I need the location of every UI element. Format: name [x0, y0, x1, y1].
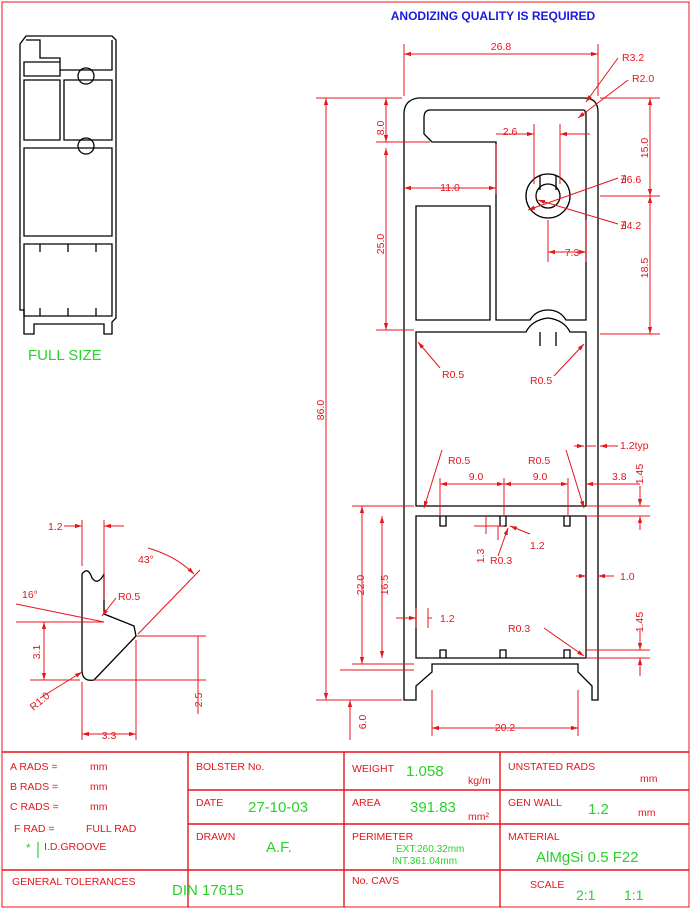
weight-unit: kg/m: [468, 775, 491, 787]
dim-2-6: 2.6: [503, 126, 518, 138]
detail-1-2: 1.2: [48, 521, 63, 533]
bolster-label: BOLSTER No.: [196, 761, 264, 773]
unstated-rads-unit: mm: [640, 773, 658, 785]
weight-value: 1.058: [406, 763, 444, 780]
dim-1-3: 1.3: [475, 549, 487, 564]
f-rad-label: F RAD =: [14, 823, 55, 835]
detail-3-3: 3.3: [102, 730, 117, 742]
title-block-text: A RADS = mm B RADS = mm C RADS = mm F RA…: [10, 761, 658, 903]
detail-3-1: 3.1: [31, 645, 43, 660]
c-rads-unit: mm: [90, 801, 108, 813]
dim-8-0: 8.0: [375, 121, 387, 136]
dim-1-0: 1.0: [620, 571, 635, 583]
dim-1-45-a: 1.45: [634, 464, 646, 485]
detail-r0-5: R0.5: [118, 591, 140, 603]
a-rads-unit: mm: [90, 761, 108, 773]
detail-2-5: 2.5: [193, 693, 205, 708]
b-rads-label: B RADS =: [10, 781, 58, 793]
dim-r3-2: R3.2: [622, 52, 644, 64]
date-value: 27-10-03: [248, 799, 308, 816]
dim-r0-3-a: R0.3: [490, 555, 512, 567]
dim-20-2: 20.2: [495, 722, 516, 734]
dim-r0-5-b: R0.5: [530, 375, 552, 387]
dim-1-2-a: 1.2: [530, 540, 545, 552]
dim-r2-0: R2.0: [632, 73, 654, 85]
area-unit: mm²: [468, 811, 489, 823]
dim-r0-3-b: R0.3: [508, 623, 530, 635]
full-size-label: FULL SIZE: [28, 347, 102, 364]
perimeter-label: PERIMETER: [352, 831, 414, 843]
groove-symbol: *: [26, 841, 31, 855]
scale-label: SCALE: [530, 879, 564, 891]
detail-angle-43: 43°: [138, 554, 154, 566]
general-tolerances-label: GENERAL TOLERANCES: [12, 876, 136, 888]
detail-angle-16: 16°: [22, 589, 38, 601]
dim-16-5: 16.5: [379, 575, 391, 596]
dim-11-0: 11.0: [440, 182, 460, 194]
anodizing-note: ANODIZING QUALITY IS REQUIRED: [391, 9, 596, 23]
dim-1-2typ: 1.2typ: [620, 440, 649, 452]
main-dimension-labels: 26.8 R3.2 R2.0 8.0 2.6 15.0 11.0 ∄6.6 ∄4…: [315, 41, 654, 734]
title-block: [2, 751, 689, 907]
no-cavs-label: No. CAVS: [352, 875, 399, 887]
dim-3-8: 3.8: [612, 471, 627, 483]
dim-width-top: 26.8: [491, 41, 512, 53]
dim-22-0: 22.0: [355, 575, 367, 596]
dim-dia-4-2: ∄4.2: [620, 220, 641, 232]
b-rads-unit: mm: [90, 781, 108, 793]
material-value: AlMgSi 0.5 F22: [536, 849, 639, 866]
thumbnail-profile: [19, 35, 117, 335]
detail-view: [15, 520, 206, 740]
unstated-rads-label: UNSTATED RADS: [508, 761, 595, 773]
dim-6-0: 6.0: [357, 715, 369, 730]
scale-value-2: 1:1: [624, 887, 644, 903]
detail-r1-0: R1.0: [28, 690, 53, 714]
drawn-value: A.F.: [266, 839, 292, 856]
area-value: 391.83: [410, 799, 456, 816]
general-tolerances-value: DIN 17615: [172, 882, 244, 899]
dim-9-0-b: 9.0: [533, 471, 548, 483]
gen-wall-label: GEN WALL: [508, 797, 562, 809]
dim-86-0: 86.0: [315, 400, 327, 421]
dim-9-0-a: 9.0: [469, 471, 484, 483]
dim-r0-5-a: R0.5: [442, 369, 464, 381]
weight-label: WEIGHT: [352, 763, 395, 775]
area-label: AREA: [352, 797, 381, 809]
main-dimensions: [316, 44, 660, 740]
scale-value-1: 2:1: [576, 887, 596, 903]
dim-1-45-b: 1.45: [634, 612, 646, 633]
a-rads-label: A RADS =: [10, 761, 58, 773]
detail-labels: 1.2 43° 16° R0.5 3.1 R1.0 2.5 3.3: [22, 521, 205, 742]
dim-18-5: 18.5: [639, 258, 651, 279]
gen-wall-value: 1.2: [588, 801, 609, 818]
groove-label: I.D.GROOVE: [44, 841, 106, 853]
dim-r0-5-d: R0.5: [528, 455, 550, 467]
dim-15-0: 15.0: [639, 138, 651, 159]
perimeter-int: INT.361.04mm: [392, 856, 457, 867]
perimeter-ext: EXT.260.32mm: [396, 844, 464, 855]
dim-dia-6-6: ∄6.6: [620, 174, 641, 186]
dim-r0-5-c: R0.5: [448, 455, 470, 467]
gen-wall-unit: mm: [638, 807, 656, 819]
date-label: DATE: [196, 797, 223, 809]
c-rads-label: C RADS =: [10, 801, 59, 813]
dim-7-3: 7.3: [565, 247, 580, 259]
dim-25-0: 25.0: [375, 234, 387, 255]
dim-1-2-b: 1.2: [440, 613, 455, 625]
drawn-label: DRAWN: [196, 831, 235, 843]
f-rad-value: FULL RAD: [86, 823, 137, 835]
material-label: MATERIAL: [508, 831, 560, 843]
